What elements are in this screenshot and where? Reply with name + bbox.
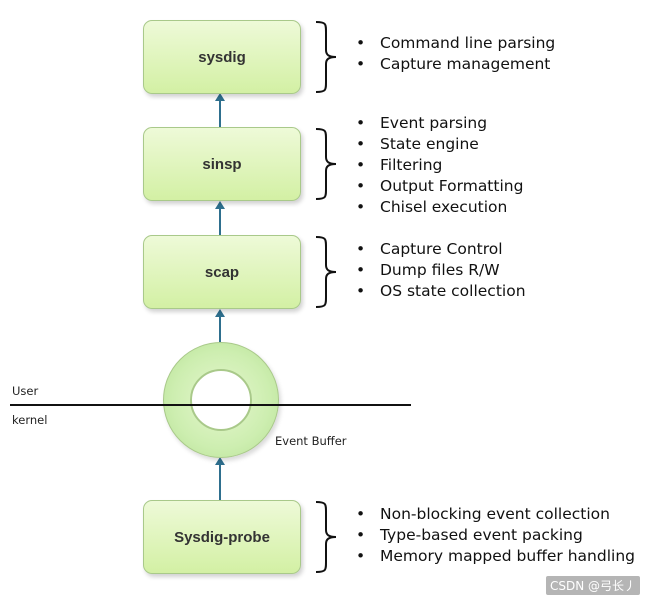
arrow-head-sinsp — [215, 201, 225, 209]
arrow-sinsp-to-sysdig — [219, 100, 221, 127]
layer-box-sinsp: sinsp — [143, 127, 301, 201]
feature-item: OS state collection — [356, 281, 526, 302]
arrow-buffer-to-scap — [219, 316, 221, 342]
features-scap: Capture Control Dump files R/W OS state … — [356, 239, 526, 302]
feature-item: State engine — [356, 134, 523, 155]
arrow-probe-to-buffer — [219, 464, 221, 500]
feature-item: Output Formatting — [356, 176, 523, 197]
watermark: CSDN @弓长丿 — [546, 576, 641, 595]
feature-item: Type-based event packing — [356, 525, 635, 546]
feature-item: Filtering — [356, 155, 523, 176]
feature-item: Non-blocking event collection — [356, 504, 635, 525]
layer-box-scap: scap — [143, 235, 301, 309]
arrow-scap-to-sinsp — [219, 208, 221, 235]
layer-box-sysdig-probe: Sysdig-probe — [143, 500, 301, 574]
feature-item: Capture Control — [356, 239, 526, 260]
arrow-head-sysdig — [215, 93, 225, 101]
brace-sysdig-probe — [315, 501, 337, 573]
feature-item: Chisel execution — [356, 197, 523, 218]
arrow-head-scap — [215, 309, 225, 317]
feature-item: Event parsing — [356, 113, 523, 134]
feature-item: Memory mapped buffer handling — [356, 546, 635, 567]
feature-item: Dump files R/W — [356, 260, 526, 281]
brace-scap — [315, 236, 337, 308]
brace-sysdig — [315, 21, 337, 93]
feature-item: Command line parsing — [356, 33, 555, 54]
brace-sinsp — [315, 128, 337, 200]
user-kernel-boundary-line — [10, 404, 411, 406]
features-sysdig: Command line parsing Capture management — [356, 33, 555, 75]
event-buffer-label: Event Buffer — [275, 434, 347, 448]
feature-item: Capture management — [356, 54, 555, 75]
features-sysdig-probe: Non-blocking event collection Type-based… — [356, 504, 635, 567]
arrow-head-buffer — [215, 457, 225, 465]
user-space-label: User — [12, 384, 39, 398]
event-buffer-hole — [190, 369, 252, 431]
features-sinsp: Event parsing State engine Filtering Out… — [356, 113, 523, 218]
kernel-space-label: kernel — [12, 413, 48, 427]
layer-box-sysdig: sysdig — [143, 20, 301, 94]
